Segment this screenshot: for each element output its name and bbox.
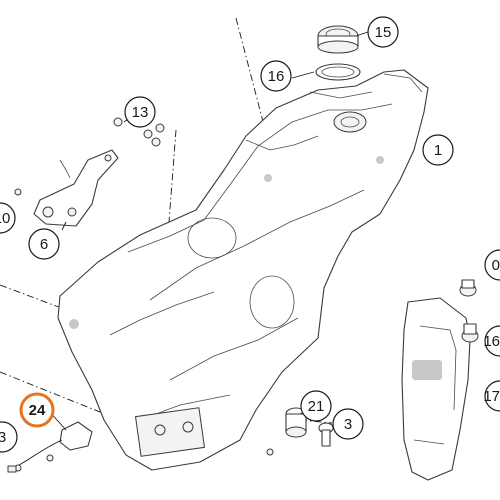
svg-text:21: 21 — [308, 398, 325, 415]
callouts: 1 3 3 6 10 13 15 16 — [0, 16, 500, 453]
grommet-upper — [459, 279, 477, 297]
callout-3-right: 3 — [332, 408, 364, 440]
callout-6: 6 — [28, 228, 60, 260]
side-cover — [401, 297, 471, 481]
callout-13: 13 — [124, 96, 156, 128]
callout-10: 10 — [0, 202, 16, 234]
svg-text:0: 0 — [492, 257, 500, 274]
svg-text:15: 15 — [375, 24, 392, 41]
svg-text:10: 10 — [0, 210, 10, 227]
mounting-bolt — [318, 422, 334, 447]
svg-text:13: 13 — [132, 104, 149, 121]
svg-text:3: 3 — [0, 429, 6, 446]
callout-15: 15 — [367, 16, 399, 48]
filler-gasket — [315, 63, 361, 81]
callout-1: 1 — [422, 134, 454, 166]
bracket — [33, 149, 119, 227]
callout-21: 21 — [300, 390, 332, 422]
callout-16-right: 16 — [483, 325, 500, 357]
svg-text:24: 24 — [29, 402, 46, 419]
callout-24-highlighted: 24 — [19, 392, 55, 428]
svg-text:6: 6 — [40, 236, 48, 253]
fuel-tank-assembly — [57, 69, 429, 471]
svg-text:17: 17 — [483, 388, 500, 405]
svg-text:3: 3 — [344, 416, 352, 433]
filler-neck-ring — [317, 25, 359, 54]
callout-0-top-right: 0 — [484, 249, 500, 281]
sensor-with-cable — [7, 421, 93, 473]
svg-text:16: 16 — [483, 333, 500, 350]
grommet-right — [461, 323, 479, 343]
callout-16-top: 16 — [260, 60, 292, 92]
svg-text:16: 16 — [268, 68, 285, 85]
small-hardware — [14, 117, 274, 456]
svg-text:1: 1 — [434, 142, 442, 159]
callout-3-left: 3 — [0, 421, 18, 453]
callout-17: 17 — [483, 380, 500, 412]
